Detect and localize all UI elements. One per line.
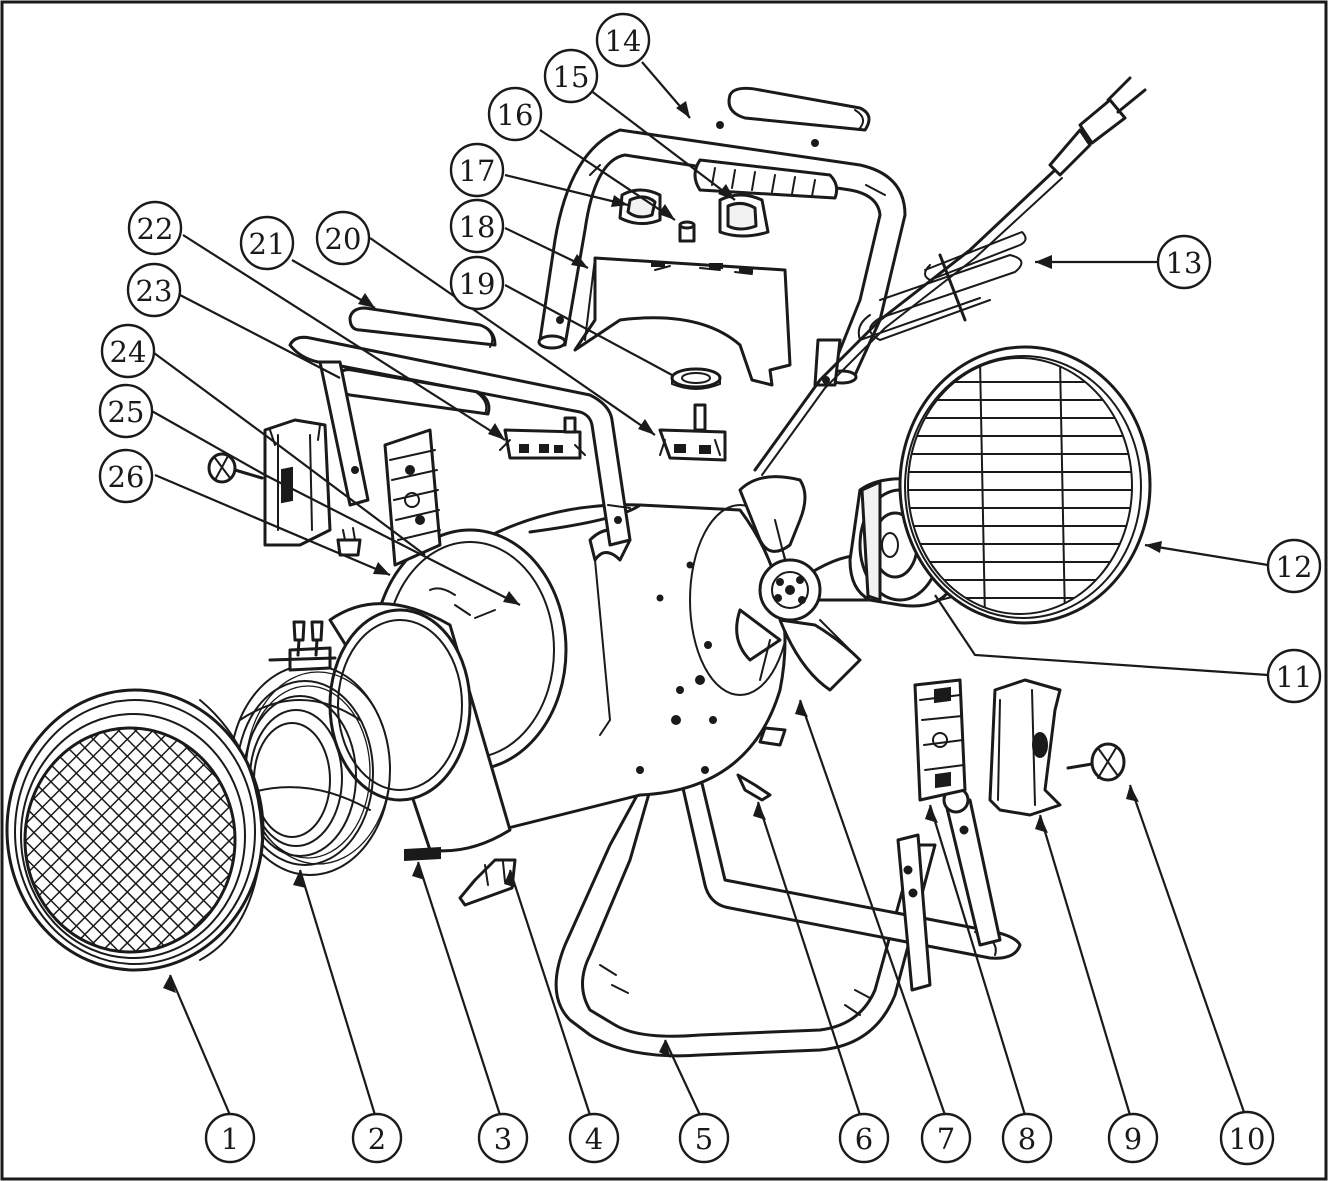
side-end-plate bbox=[988, 678, 1062, 817]
callout-11: 11 bbox=[1266, 648, 1322, 704]
power-cord bbox=[753, 76, 1147, 476]
callout-label: 4 bbox=[585, 1122, 603, 1156]
rear-knob bbox=[207, 452, 264, 484]
callout-14: 14 bbox=[595, 12, 651, 68]
rear-handle bbox=[288, 306, 632, 547]
callout-label: 13 bbox=[1166, 246, 1203, 280]
callout-label: 2 bbox=[368, 1122, 386, 1156]
callout-7: 7 bbox=[920, 1112, 972, 1164]
rear-end-plate bbox=[263, 418, 332, 547]
callout-20: 20 bbox=[315, 210, 371, 266]
right-bracket bbox=[913, 678, 967, 802]
callout-label: 23 bbox=[136, 274, 173, 308]
callout-label: 9 bbox=[1124, 1122, 1142, 1156]
callout-label: 22 bbox=[137, 212, 174, 246]
callout-19: 19 bbox=[449, 255, 505, 311]
callout-15: 15 bbox=[543, 48, 599, 104]
callout-label: 16 bbox=[497, 98, 534, 132]
callout-label: 15 bbox=[553, 60, 590, 94]
terminal-clip bbox=[336, 527, 362, 557]
callout-24: 24 bbox=[100, 323, 156, 379]
callout-label: 1 bbox=[221, 1122, 239, 1156]
terminal-bracket bbox=[383, 428, 442, 567]
callout-4: 4 bbox=[568, 1112, 620, 1164]
callout-label: 14 bbox=[605, 24, 642, 58]
callout-12: 12 bbox=[1266, 538, 1322, 594]
thermostat bbox=[499, 416, 586, 460]
callout-label: 3 bbox=[494, 1122, 512, 1156]
callout-17: 17 bbox=[449, 142, 505, 198]
callout-26: 26 bbox=[98, 448, 154, 504]
callout-9: 9 bbox=[1107, 1112, 1159, 1164]
callout-5: 5 bbox=[678, 1112, 730, 1164]
leader-lines bbox=[149, 61, 1269, 1116]
callout-label: 25 bbox=[108, 395, 145, 429]
callout-1: 1 bbox=[204, 1112, 256, 1164]
callout-label: 10 bbox=[1229, 1122, 1266, 1156]
upper-handle bbox=[537, 86, 907, 387]
callout-label: 5 bbox=[695, 1122, 713, 1156]
callout-label: 12 bbox=[1276, 550, 1313, 584]
stand-frame bbox=[554, 773, 1022, 1058]
callout-label: 11 bbox=[1276, 660, 1313, 694]
callout-8: 8 bbox=[1001, 1112, 1053, 1164]
callout-label: 17 bbox=[459, 154, 496, 188]
callout-3: 3 bbox=[477, 1112, 529, 1164]
callout-6: 6 bbox=[838, 1112, 890, 1164]
side-knob bbox=[1066, 742, 1126, 782]
callout-16: 16 bbox=[487, 86, 543, 142]
callout-13: 13 bbox=[1156, 234, 1212, 290]
callout-21: 21 bbox=[239, 215, 295, 271]
callout-label: 7 bbox=[937, 1122, 955, 1156]
rotary-switch bbox=[658, 403, 727, 462]
callout-23: 23 bbox=[126, 262, 182, 318]
callout-label: 20 bbox=[325, 222, 362, 256]
callout-label: 6 bbox=[855, 1122, 873, 1156]
callout-label: 18 bbox=[459, 210, 496, 244]
callout-label: 19 bbox=[459, 267, 496, 301]
control-box-cover bbox=[573, 256, 792, 387]
callout-label: 8 bbox=[1018, 1122, 1036, 1156]
callout-10: 10 bbox=[1219, 1110, 1275, 1166]
callout-2: 2 bbox=[351, 1112, 403, 1164]
callout-label: 24 bbox=[110, 335, 147, 369]
callout-label: 26 bbox=[108, 460, 145, 494]
callout-25: 25 bbox=[98, 383, 154, 439]
inner-shell bbox=[328, 587, 512, 862]
bushing bbox=[670, 367, 722, 390]
callout-18: 18 bbox=[449, 198, 505, 254]
callout-label: 21 bbox=[249, 227, 286, 261]
callout-22: 22 bbox=[127, 200, 183, 256]
small-clip bbox=[736, 726, 787, 802]
foot-bracket bbox=[458, 858, 517, 907]
rear-grill bbox=[898, 345, 1152, 625]
front-mesh-guard bbox=[5, 688, 265, 972]
